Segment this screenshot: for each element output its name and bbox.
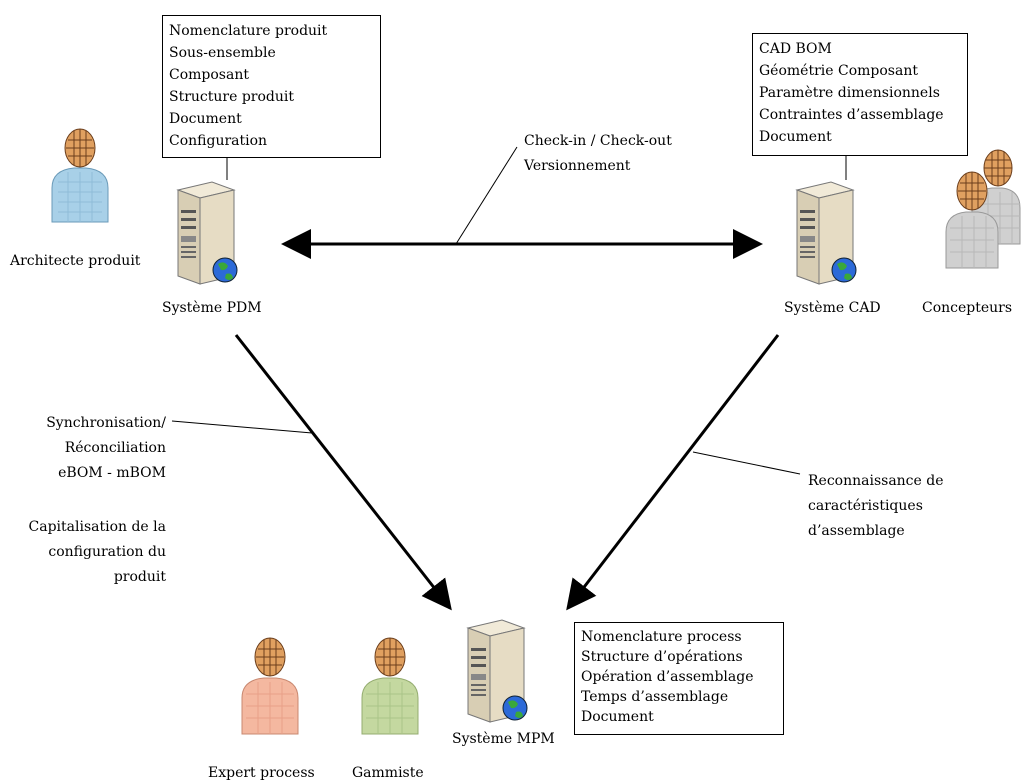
- mpm-info-box: Nomenclature process Structure d’opérati…: [574, 622, 784, 735]
- pdm-server-icon: [176, 181, 238, 285]
- sync-line: eBOM - mBOM: [58, 465, 166, 481]
- mpm-item: Opération d’assemblage: [581, 669, 754, 685]
- checkin-label: Check-in / Check-out Versionnement: [524, 130, 672, 177]
- capitalisation-label: Capitalisation de la configuration du pr…: [6, 516, 166, 588]
- router-label: Gammiste: [352, 765, 424, 781]
- cad-system-label: Système CAD: [784, 300, 881, 316]
- process-expert-label: Expert process: [208, 765, 315, 781]
- checkin-line: Check-in / Check-out: [524, 133, 672, 149]
- sync-label: Synchronisation/ Réconciliation eBOM - m…: [6, 412, 166, 484]
- cad-info-box: CAD BOM Géométrie Composant Paramètre di…: [752, 33, 968, 156]
- capitalisation-line: configuration du: [48, 544, 166, 560]
- architect-label: Architecte produit: [10, 253, 141, 269]
- sync-line: Réconciliation: [64, 440, 166, 456]
- pdm-item: Composant: [169, 67, 249, 83]
- cad-server-icon: [795, 181, 857, 285]
- mpm-item: Structure d’opérations: [581, 649, 743, 665]
- mpm-item: Document: [581, 709, 654, 725]
- router-person-icon: [361, 637, 419, 735]
- globe-icon: [831, 257, 857, 283]
- process-expert-person-icon: [241, 637, 299, 735]
- recognition-label: Reconnaissance de caractéristiques d’ass…: [808, 470, 944, 542]
- server-icon: [176, 181, 236, 285]
- capitalisation-line: produit: [113, 569, 166, 585]
- cad-mpm-arrow: [566, 334, 780, 611]
- designers-label: Concepteurs: [922, 300, 1013, 316]
- cad-item: Géométrie Composant: [759, 63, 918, 79]
- mpm-server-icon: [466, 619, 528, 723]
- cad-item: Contraintes d’assemblage: [759, 107, 944, 123]
- pdm-item: Sous-ensemble: [169, 45, 276, 61]
- versioning-line: Versionnement: [524, 158, 631, 174]
- mpm-item: Nomenclature process: [581, 629, 742, 645]
- sync-line: Synchronisation/: [46, 415, 166, 431]
- capitalisation-line: Capitalisation de la: [28, 519, 166, 535]
- designer-person-icon: [945, 171, 999, 269]
- cad-item: Paramètre dimensionnels: [759, 85, 940, 101]
- recog-leader: [692, 451, 801, 475]
- pdm-system-label: Système PDM: [162, 300, 262, 316]
- globe-icon: [212, 257, 238, 283]
- pdm-mpm-arrow: [234, 334, 452, 611]
- pdm-info-box: Nomenclature produit Sous-ensemble Compo…: [162, 15, 381, 158]
- pdm-item: Configuration: [169, 133, 268, 149]
- pdm-item: Structure produit: [169, 89, 295, 105]
- recognition-line: Reconnaissance de: [808, 473, 944, 489]
- sync-leader: [171, 420, 313, 434]
- cad-item: Document: [759, 129, 832, 145]
- pdm-item: Nomenclature produit: [169, 23, 328, 39]
- recognition-line: d’assemblage: [808, 523, 905, 539]
- pdm-item: Document: [169, 111, 242, 127]
- cad-item: CAD BOM: [759, 41, 832, 57]
- globe-icon: [502, 695, 528, 721]
- architect-person-icon: [51, 128, 109, 223]
- checkin-leader: [455, 146, 518, 245]
- recognition-line: caractéristiques: [808, 498, 923, 514]
- mpm-system-label: Système MPM: [452, 731, 555, 747]
- mpm-item: Temps d’assemblage: [581, 689, 729, 705]
